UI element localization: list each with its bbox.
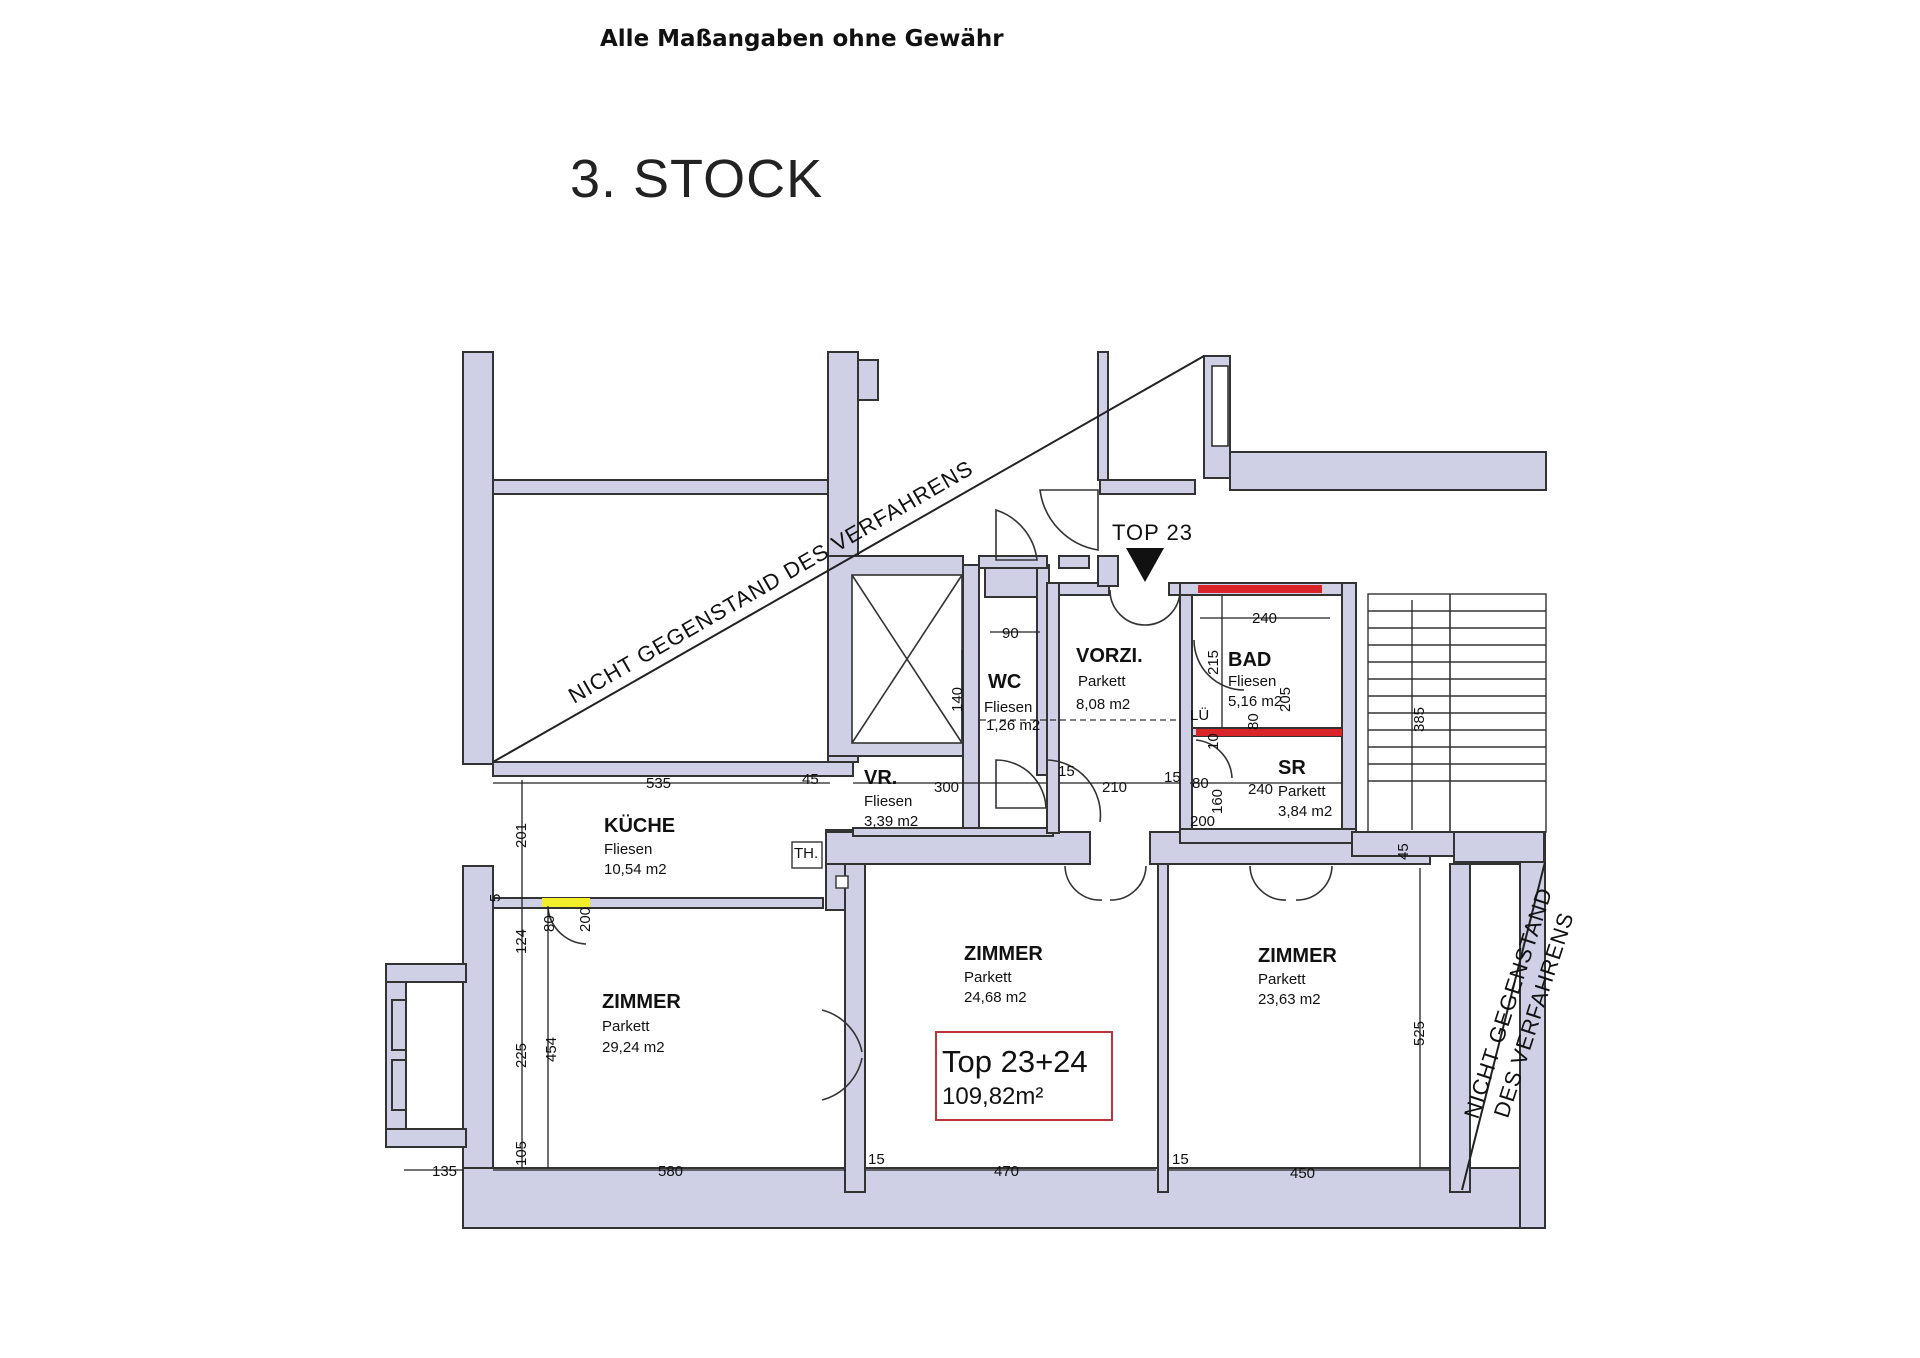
- dim-80-door: 80: [541, 915, 558, 932]
- unit-badge: Top 23+24 109,82m²: [935, 1031, 1113, 1121]
- dim-5: 5: [487, 894, 504, 902]
- room-vorzi: VORZI. Parkett 8,08 m2: [1076, 645, 1143, 713]
- dim-240-top: 240: [1252, 610, 1277, 627]
- floor-title: 3. STOCK: [570, 149, 824, 209]
- thermostat-box: [791, 841, 823, 869]
- room-area: 1,26 m2: [986, 717, 1040, 734]
- room-bad: BAD Fliesen 5,16 m2: [1228, 649, 1282, 710]
- dim-580: 580: [658, 1163, 683, 1180]
- yellow-highlight: [542, 898, 590, 907]
- dim-525: 525: [1411, 1021, 1428, 1046]
- dim-215: 215: [1205, 650, 1222, 675]
- room-floor: Parkett: [602, 1018, 650, 1035]
- dimension-lines: [404, 595, 1450, 1171]
- dim-454: 454: [543, 1037, 560, 1062]
- excluded-diagonal-right: [1461, 861, 1546, 1191]
- dim-45-right: 45: [1395, 843, 1412, 860]
- room-area: 24,68 m2: [964, 989, 1027, 1006]
- dim-450: 450: [1290, 1165, 1315, 1182]
- dim-201: 201: [513, 823, 530, 848]
- entrance-arrow-icon: [1126, 548, 1164, 582]
- room-name: KÜCHE: [604, 814, 675, 837]
- room-name: VORZI.: [1076, 645, 1143, 667]
- dimension-texts: 90 140 240 215 80 205 10 160 80 240 200 …: [432, 610, 1428, 1182]
- room-name: WC: [988, 671, 1021, 693]
- room-name: ZIMMER: [602, 991, 681, 1013]
- dim-160: 160: [1209, 789, 1226, 814]
- dim-15-bad: 15: [1164, 769, 1181, 786]
- room-name: ZIMMER: [1258, 945, 1337, 967]
- room-zimmer-2: ZIMMER Parkett 24,68 m2: [964, 943, 1043, 1006]
- red-highlight-top: [1198, 585, 1322, 593]
- red-highlight-mid: [1196, 729, 1342, 736]
- room-kueche: KÜCHE Fliesen 10,54 m2: [604, 814, 675, 878]
- dim-135: 135: [432, 1163, 457, 1180]
- room-area: 8,08 m2: [1076, 696, 1130, 713]
- dim-200-sr: 200: [1190, 813, 1215, 830]
- room-floor: Parkett: [1278, 783, 1326, 800]
- room-floor: Parkett: [964, 969, 1012, 986]
- room-zimmer-3: ZIMMER Parkett 23,63 m2: [1258, 945, 1337, 1008]
- dim-80-bad: 80: [1245, 713, 1262, 730]
- thermostat-label: TH.: [794, 845, 818, 862]
- room-area: 10,54 m2: [604, 861, 667, 878]
- staircase: [1367, 593, 1547, 833]
- unit-badge-area: 109,82m²: [942, 1083, 1043, 1110]
- dim-240-sr: 240: [1248, 781, 1273, 798]
- dim-300: 300: [934, 779, 959, 796]
- room-name: VR.: [864, 767, 897, 789]
- unit-badge-name: Top 23+24: [942, 1044, 1088, 1079]
- room-floor: Fliesen: [604, 841, 652, 858]
- room-area: 3,39 m2: [864, 813, 918, 830]
- dim-124: 124: [513, 929, 530, 954]
- walls: [385, 351, 1547, 1229]
- dim-90: 90: [1002, 625, 1019, 642]
- lue-label: LÜ: [1190, 706, 1209, 724]
- room-floor: Fliesen: [864, 793, 912, 810]
- thermostat-marker: [835, 875, 849, 889]
- disclaimer-text: Alle Maßangaben ohne Gewähr: [600, 26, 1004, 52]
- dim-105: 105: [513, 1141, 530, 1166]
- room-name: ZIMMER: [964, 943, 1043, 965]
- excluded-diagonal: [492, 355, 1205, 763]
- dim-15-vorzi: 15: [1058, 763, 1075, 780]
- room-floor: Fliesen: [1228, 673, 1276, 690]
- room-area: 23,63 m2: [1258, 991, 1321, 1008]
- dim-45-vr: 45: [802, 771, 819, 788]
- room-area: 3,84 m2: [1278, 803, 1332, 820]
- dim-15-z2: 15: [868, 1151, 885, 1168]
- entrance-label: TOP 23: [1112, 520, 1193, 545]
- room-area: 29,24 m2: [602, 1039, 665, 1056]
- dim-470: 470: [994, 1163, 1019, 1180]
- doors: [547, 489, 1333, 1101]
- room-area: 5,16 m2: [1228, 693, 1282, 710]
- room-floor: Fliesen: [984, 699, 1032, 716]
- room-zimmer-1: ZIMMER Parkett 29,24 m2: [602, 991, 681, 1056]
- room-vr: VR. Fliesen 3,39 m2: [864, 767, 918, 830]
- dim-80-sr: 80: [1192, 775, 1209, 792]
- room-name: SR: [1278, 757, 1306, 779]
- room-floor: Parkett: [1258, 971, 1306, 988]
- shaft: [851, 574, 963, 744]
- dim-210: 210: [1102, 779, 1127, 796]
- dim-225: 225: [513, 1043, 530, 1068]
- dim-15-z3: 15: [1172, 1151, 1189, 1168]
- dim-10: 10: [1205, 733, 1222, 750]
- dim-200-door: 200: [577, 907, 594, 932]
- dim-385: 385: [1411, 707, 1428, 732]
- dim-205: 205: [1277, 687, 1294, 712]
- room-sr: SR Parkett 3,84 m2: [1278, 757, 1332, 820]
- room-name: BAD: [1228, 649, 1271, 671]
- dim-535: 535: [646, 775, 671, 792]
- room-wc: WC Fliesen 1,26 m2: [984, 671, 1040, 734]
- room-floor: Parkett: [1078, 673, 1126, 690]
- dim-140: 140: [949, 687, 966, 712]
